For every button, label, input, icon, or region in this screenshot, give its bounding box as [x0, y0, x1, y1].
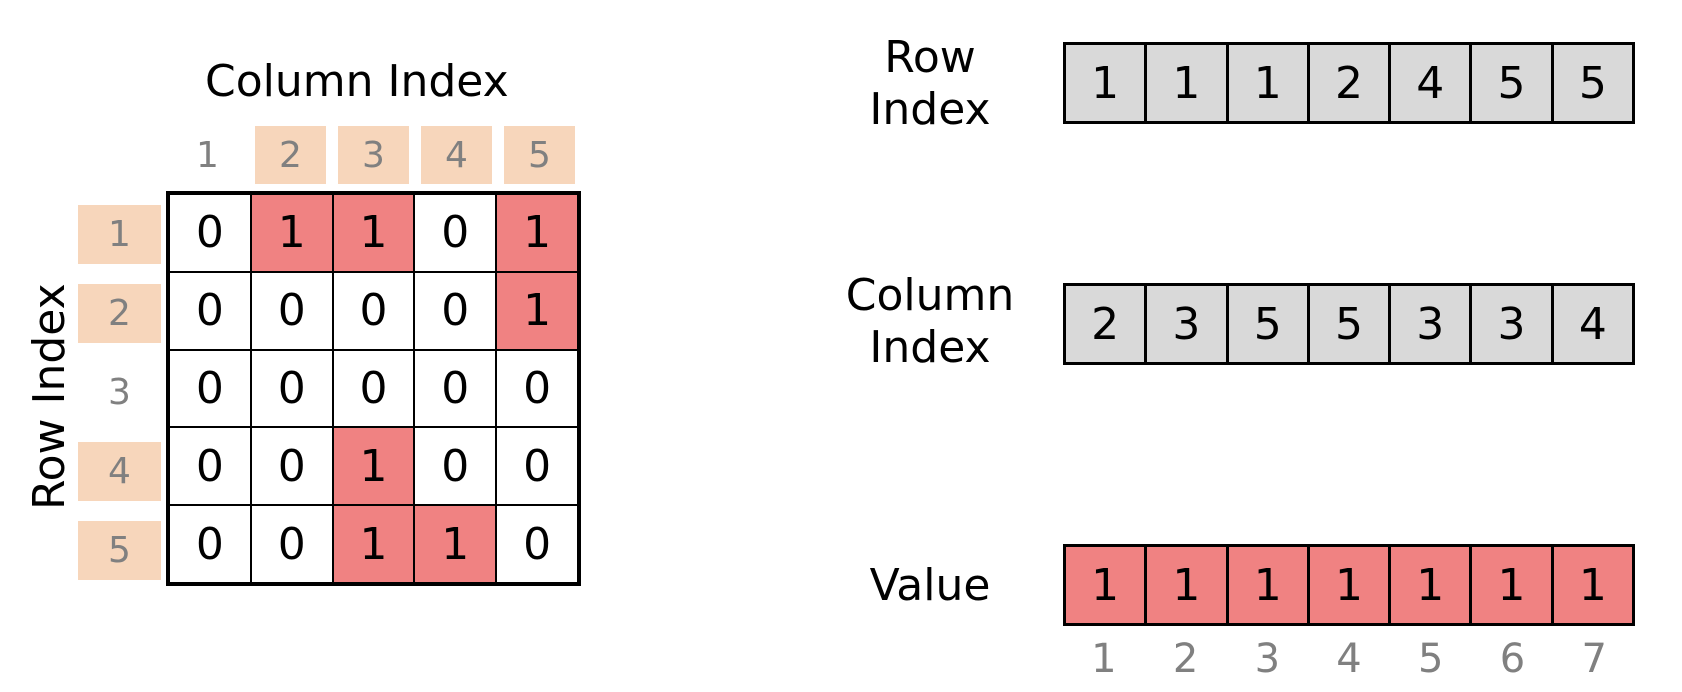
row-index-header: 1 — [78, 205, 161, 264]
matrix-cell: 1 — [332, 505, 415, 583]
row-index-entry: 5 — [1553, 45, 1632, 121]
value-entry: 1 — [1553, 547, 1632, 623]
column-index-header: 2 — [255, 126, 326, 184]
matrix-cell: 0 — [169, 194, 251, 272]
matrix-cell: 0 — [169, 505, 251, 583]
matrix-cell: 1 — [414, 505, 497, 583]
column-axis-title: Column Index — [205, 56, 509, 107]
column-index-entry: 5 — [1228, 286, 1310, 362]
matrix-cell: 0 — [414, 194, 497, 272]
matrix-cell: 0 — [250, 505, 333, 583]
matrix-cell: 1 — [496, 271, 578, 350]
column-index-header: 5 — [504, 126, 575, 184]
row-axis-title: Row Index — [24, 283, 75, 510]
matrix-cell: 0 — [332, 271, 415, 350]
column-index-array-label: Column Index — [830, 270, 1030, 374]
matrix-cell: 0 — [414, 349, 497, 428]
value-entry: 1 — [1391, 547, 1473, 623]
row-index-header: 2 — [78, 284, 161, 343]
matrix-cell: 0 — [496, 505, 578, 583]
value-entry: 1 — [1228, 547, 1310, 623]
value-entry: 1 — [1472, 547, 1554, 623]
matrix-cell: 0 — [169, 427, 251, 506]
matrix-cell: 0 — [414, 427, 497, 506]
row-index-header: 3 — [108, 372, 131, 413]
row-index-entry: 4 — [1391, 45, 1473, 121]
matrix-cell: 0 — [250, 427, 333, 506]
matrix-cell: 1 — [332, 427, 415, 506]
row-index-label-line2: Index — [869, 84, 991, 135]
array-position-indices: 1 2 3 4 5 6 7 — [1063, 636, 1635, 682]
row-index-label-line1: Row — [884, 32, 976, 83]
matrix-cell: 0 — [169, 271, 251, 350]
column-index-entry: 3 — [1391, 286, 1473, 362]
row-index-array-label: Row Index — [830, 32, 1030, 136]
value-entry: 1 — [1066, 547, 1148, 623]
matrix-cell: 0 — [169, 349, 251, 428]
matrix-cell: 1 — [496, 194, 578, 272]
row-index-entry: 1 — [1228, 45, 1310, 121]
row-index-entry: 1 — [1147, 45, 1229, 121]
value-entry: 1 — [1309, 547, 1392, 623]
column-index-header: 1 — [196, 134, 219, 176]
value-entry: 1 — [1147, 547, 1229, 623]
matrix-cell: 0 — [250, 349, 333, 428]
array-position-label: 6 — [1499, 636, 1526, 682]
column-index-header: 4 — [421, 126, 492, 184]
matrix-cell: 0 — [496, 349, 578, 428]
column-index-entry: 3 — [1147, 286, 1229, 362]
array-position-label: 4 — [1336, 636, 1362, 682]
matrix-cell: 1 — [332, 194, 415, 272]
matrix-cell: 0 — [332, 349, 415, 428]
value-array-label: Value — [869, 560, 991, 611]
matrix-cell: 1 — [250, 194, 333, 272]
column-index-label-line1: Column — [845, 270, 1015, 321]
column-index-label-line2: Index — [869, 322, 991, 373]
row-index-entry: 2 — [1309, 45, 1392, 121]
column-index-entry: 2 — [1066, 286, 1148, 362]
array-position-label: 7 — [1581, 636, 1607, 682]
row-index-entry: 5 — [1472, 45, 1554, 121]
matrix-cell: 0 — [496, 427, 578, 506]
array-position-label: 2 — [1172, 636, 1199, 682]
array-position-label: 1 — [1091, 636, 1117, 682]
column-index-entry: 5 — [1309, 286, 1392, 362]
column-index-entry: 4 — [1553, 286, 1632, 362]
row-index-header: 5 — [78, 521, 161, 580]
array-position-label: 3 — [1254, 636, 1281, 682]
row-index-header: 4 — [78, 442, 161, 501]
column-index-header: 3 — [338, 126, 409, 184]
column-index-entry: 3 — [1472, 286, 1554, 362]
matrix-cell: 0 — [414, 271, 497, 350]
row-index-entry: 1 — [1066, 45, 1148, 121]
matrix-cell: 0 — [250, 271, 333, 350]
array-position-label: 5 — [1418, 636, 1444, 682]
